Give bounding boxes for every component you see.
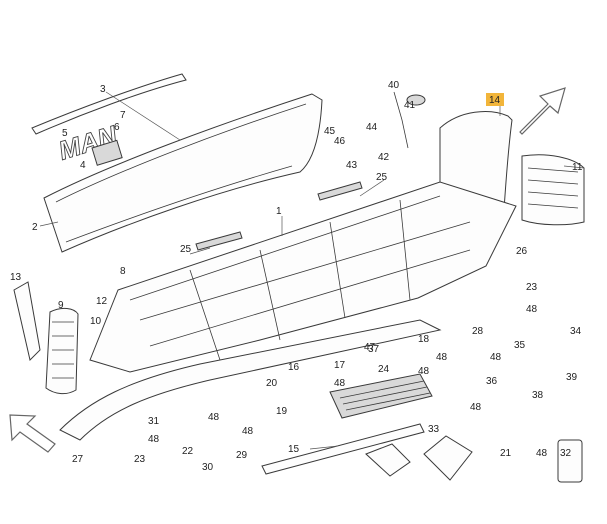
callout-26: 26 bbox=[516, 246, 528, 257]
callout-23b: 23 bbox=[134, 454, 146, 465]
callout-9: 9 bbox=[58, 300, 64, 311]
bumper-body bbox=[89, 181, 517, 373]
callout-48c: 48 bbox=[490, 352, 502, 363]
callout-14: 14 bbox=[489, 95, 501, 106]
callout-46: 46 bbox=[334, 136, 346, 147]
grille-panel-inner bbox=[55, 103, 307, 243]
callout-25a: 25 bbox=[376, 172, 388, 183]
callout-48j: 48 bbox=[418, 366, 430, 377]
callout-30: 30 bbox=[202, 462, 214, 473]
callout-4: 4 bbox=[80, 160, 86, 171]
callout-8: 8 bbox=[120, 266, 126, 277]
lion-emblem bbox=[91, 139, 123, 166]
bumper-frame bbox=[129, 195, 471, 361]
callout-10: 10 bbox=[90, 316, 102, 327]
callout-20: 20 bbox=[266, 378, 278, 389]
callout-35: 35 bbox=[514, 340, 526, 351]
right-side-grille-slats bbox=[527, 167, 579, 209]
callout-23a: 23 bbox=[526, 282, 538, 293]
callout-3: 3 bbox=[100, 84, 106, 95]
callout-47: 47 bbox=[364, 342, 376, 353]
callout-48b: 48 bbox=[436, 352, 448, 363]
step-right bbox=[423, 435, 473, 481]
callout-28: 28 bbox=[472, 326, 484, 337]
callout-6: 6 bbox=[114, 122, 120, 133]
callout-41: 41 bbox=[404, 100, 416, 111]
callout-15: 15 bbox=[288, 444, 300, 455]
callout-17: 17 bbox=[334, 360, 346, 371]
callout-48g: 48 bbox=[242, 426, 254, 437]
callout-38: 38 bbox=[532, 390, 544, 401]
callout-25b: 25 bbox=[180, 244, 192, 255]
callout-44: 44 bbox=[366, 122, 378, 133]
step-left bbox=[365, 443, 411, 477]
callout-19: 19 bbox=[276, 406, 288, 417]
callout-33: 33 bbox=[428, 424, 440, 435]
callout-32: 32 bbox=[560, 448, 572, 459]
callout-2: 2 bbox=[32, 222, 38, 233]
callout-39: 39 bbox=[566, 372, 578, 383]
callout-34: 34 bbox=[570, 326, 582, 337]
callout-45: 45 bbox=[324, 126, 336, 137]
callout-48e: 48 bbox=[470, 402, 482, 413]
callout-18: 18 bbox=[418, 334, 430, 345]
callout-24: 24 bbox=[378, 364, 390, 375]
grille-panel bbox=[43, 93, 323, 253]
callout-21: 21 bbox=[500, 448, 512, 459]
direction-arrow-up-right bbox=[519, 87, 566, 135]
fluid-bottle bbox=[557, 439, 583, 483]
callout-16: 16 bbox=[288, 362, 300, 373]
left-end-trim bbox=[13, 281, 41, 361]
callout-40: 40 bbox=[388, 80, 400, 91]
callouts: 1 2 3 4 5 6 7 8 9 10 11 12 13 14 15 16 1… bbox=[10, 80, 583, 473]
callout-29: 29 bbox=[236, 450, 248, 461]
trim-bar-upper bbox=[317, 181, 363, 201]
callout-43: 43 bbox=[346, 160, 358, 171]
callout-1: 1 bbox=[276, 206, 282, 217]
callout-48d: 48 bbox=[334, 378, 346, 389]
trim-bar-lower bbox=[195, 231, 243, 251]
callout-48i: 48 bbox=[208, 412, 220, 423]
support-rod bbox=[393, 91, 409, 149]
left-side-grille-slats bbox=[52, 321, 74, 379]
callout-37: 37 bbox=[368, 344, 380, 355]
trim-strip bbox=[31, 73, 187, 135]
callout-48h: 48 bbox=[148, 434, 160, 445]
rubber-mount bbox=[406, 94, 426, 106]
callout-5: 5 bbox=[62, 128, 68, 139]
bumper-lower-edge bbox=[59, 319, 442, 441]
callout-48f: 48 bbox=[536, 448, 548, 459]
lower-strip bbox=[261, 423, 425, 475]
callout-14-highlight bbox=[486, 93, 504, 106]
left-side-grille bbox=[45, 307, 79, 395]
lower-grille-insert-mesh bbox=[339, 380, 431, 411]
leader-lines bbox=[39, 91, 585, 450]
callout-36: 36 bbox=[486, 376, 498, 387]
callout-31: 31 bbox=[148, 416, 160, 427]
callout-42: 42 bbox=[378, 152, 390, 163]
callout-11: 11 bbox=[572, 162, 583, 173]
callout-22: 22 bbox=[182, 446, 194, 457]
callout-12: 12 bbox=[96, 296, 108, 307]
callout-13: 13 bbox=[10, 272, 22, 283]
callout-7: 7 bbox=[120, 110, 126, 121]
callout-27: 27 bbox=[72, 454, 84, 465]
callout-48a: 48 bbox=[526, 304, 538, 315]
direction-arrow-up-left bbox=[9, 414, 56, 453]
